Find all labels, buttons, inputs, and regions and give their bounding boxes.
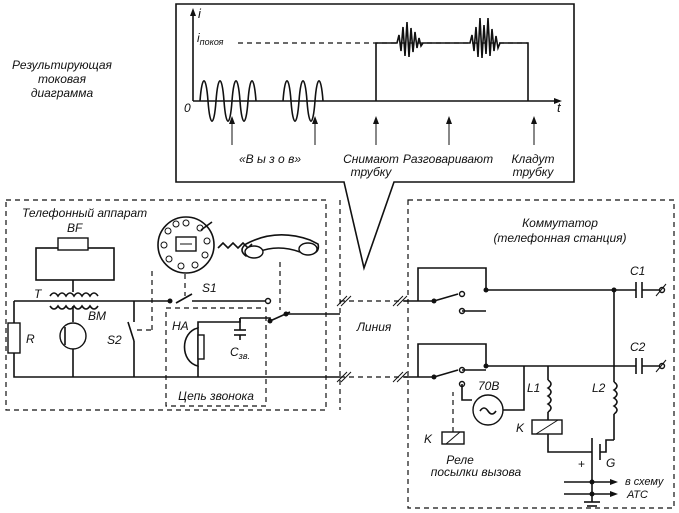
l2-node [611,287,617,293]
subscriber-line: Линия [336,200,410,410]
telephone-set: Телефонный аппарат BF T R BM S2 [5,199,340,411]
switch-s2 [127,321,135,342]
s1-label: S1 [202,281,217,295]
resistor-r [7,322,21,354]
exchange-title-line2: (телефонная станция) [493,231,626,245]
exch-node-bottom [483,363,489,369]
inductor-l1 [546,379,552,413]
i-rest-label: iпокоя [197,31,224,47]
transformer-t [49,292,99,310]
rotary-dial [157,216,215,274]
c2-label: C2 [630,340,646,354]
ats-arrow-1 [610,479,618,485]
handset-earpiece [298,242,318,256]
exchange: Коммутатор (телефонная станция) C1 [404,199,675,509]
s1-contact-left [167,298,173,304]
earphone-bf [35,247,115,281]
event-talk-label: Разговаривают [403,152,493,166]
dial-stop [200,221,213,231]
battery-to-l2 [600,439,614,453]
exch-top-contact-a [458,290,466,298]
exch-node-top [483,287,489,293]
l2-label: L2 [592,381,606,395]
x-axis-arrow [554,98,562,104]
event-hang-label-1: Кладут [511,152,554,166]
l1-label: L1 [527,381,540,395]
exch-top-loop [417,267,487,301]
origin-label: 0 [184,101,191,115]
y-axis-arrow [190,8,196,16]
call-relay-k-label: K [424,432,433,446]
bell-label: HA [172,319,189,333]
c1-label: C1 [630,264,645,278]
ats-node-1 [589,479,595,485]
relay-k-to-battery [547,434,592,453]
s2-label: S2 [107,333,122,347]
c1-terminal [658,286,666,294]
call-relay-label-line2: посылки вызова [431,465,522,479]
earphone-bf-capsule [57,237,89,251]
line-terminals [336,295,408,383]
switch-s1 [175,293,193,304]
c1-terminal-mark [655,283,667,297]
exch-bottom-loop [417,343,487,377]
resistor-label: R [26,332,35,346]
diagram-title-line2: токовая [38,72,87,86]
event-lift-label-1: Снимают [343,152,399,166]
battery-plus-label: + [578,457,585,471]
ring-circuit-label: Цепь звонока [178,389,254,403]
event-ring-label: «В ы з о в» [239,152,301,166]
s1-contact-right [264,297,272,305]
relay-k-label: K [516,421,525,435]
battery-label: G [606,456,615,470]
microphone-label: BM [88,309,106,323]
ring-circuit-boundary [165,307,267,407]
telephone-set-title: Телефонный аппарат [22,206,147,220]
ring-generator-symbol [479,407,497,415]
y-axis-label: i [198,6,202,21]
generator-wire-right [503,366,525,411]
event-arrows [229,116,537,145]
microphone-bm [59,322,87,350]
x-axis-label: t [557,100,562,115]
diagram-title-line3: диаграмма [31,86,94,100]
bell-body [197,334,205,360]
callout-frame [175,3,575,271]
generator-label: 70В [478,379,499,393]
exch-bottom-switch [433,369,459,378]
relay-k-coil-mark [535,419,559,435]
ats-arrow-2 [610,491,618,497]
dial-finger-holes [160,219,211,270]
bf-label: BF [67,221,83,235]
telephone-set-boundary [5,199,327,411]
handset-mouthpiece [244,245,264,259]
generator-wire-left [461,384,472,401]
c2-terminal-mark [655,359,667,373]
ring-oscillation-1 [199,79,257,123]
bell-ha [183,327,199,367]
call-relay-label-line1: Реле [446,453,474,467]
event-hang-label-2: трубку [513,165,555,179]
exchange-boundary [407,199,675,509]
inductor-l2 [612,381,618,415]
event-lift-label-2: трубку [351,165,393,179]
transformer-label: T [34,287,43,301]
diagram-title-line1: Результирующая [12,58,113,72]
ats-label-line1: в схему [625,476,665,488]
off-hook-current [375,17,529,101]
handset-cord [217,241,253,250]
ats-label-line2: АТС [626,489,648,501]
capacitor-label: Cзв. [230,345,250,361]
exch-top-switch [433,293,459,302]
c2-terminal [658,362,666,370]
ring-oscillation-2 [282,79,324,123]
exchange-title-line1: Коммутатор [522,216,598,230]
current-diagram: Результирующая токовая диаграмма i t 0 i… [12,3,575,271]
bell-wire-top [197,318,241,328]
call-relay-coil-mark [445,431,461,445]
line-label: Линия [356,320,392,334]
